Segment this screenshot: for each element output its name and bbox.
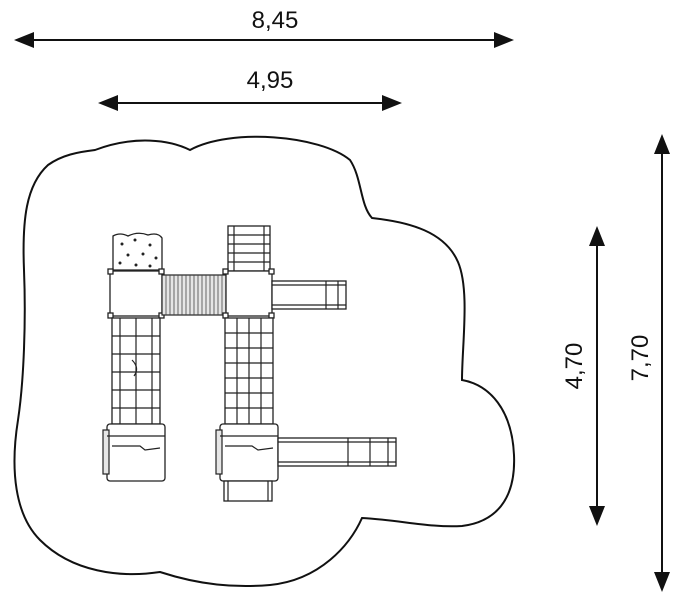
- structure-depth-dimension: 4,70: [561, 226, 605, 526]
- ladder: [227, 225, 271, 272]
- upper-slide: [271, 280, 347, 310]
- tube-bridge: [161, 274, 227, 316]
- safety-zone-outline: [13, 135, 516, 588]
- left-lower-platform: [102, 423, 166, 482]
- right-lower-platform: [215, 423, 279, 482]
- overall-width-label: 8,45: [252, 7, 299, 34]
- right-platform: [225, 270, 273, 317]
- right-net-walkway: [224, 317, 274, 425]
- overall-depth-dimension: 7,70: [627, 134, 670, 592]
- structure-width-dimension: 4,95: [98, 67, 402, 111]
- climbing-wall: [112, 232, 163, 271]
- bottom-steps: [223, 480, 273, 502]
- overall-width-dimension: 8,45: [14, 7, 514, 48]
- overall-depth-label: 7,70: [627, 335, 654, 382]
- lower-slide: [277, 437, 397, 467]
- left-platform: [109, 270, 163, 317]
- left-net-walkway: [111, 317, 161, 425]
- structure-depth-label: 4,70: [561, 343, 588, 390]
- right-tower: [215, 225, 279, 502]
- left-tower: [102, 232, 166, 482]
- structure-width-label: 4,95: [247, 67, 294, 94]
